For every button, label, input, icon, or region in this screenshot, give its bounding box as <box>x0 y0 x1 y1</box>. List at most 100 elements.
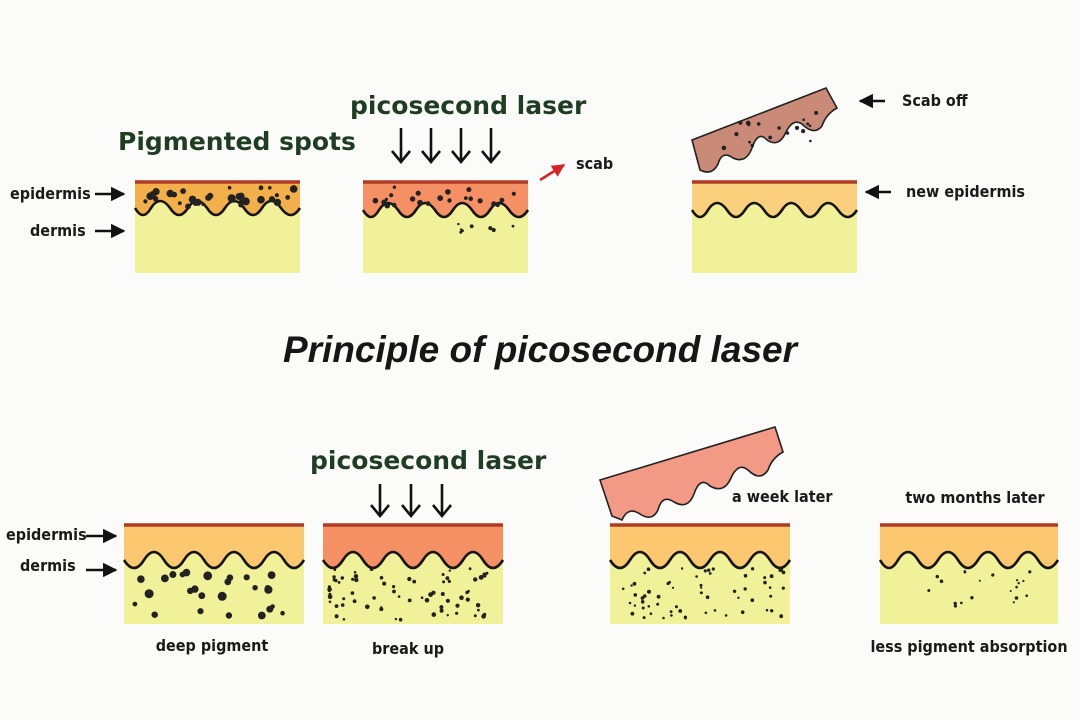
pigment-particle <box>468 196 474 201</box>
pigment-particle <box>963 570 967 574</box>
pigment-particle <box>439 605 444 610</box>
pigment-particle <box>711 567 715 571</box>
pigment-particle <box>768 135 773 140</box>
pigmented-spots-label: Pigmented spots <box>118 127 356 156</box>
pigment-particle <box>144 589 154 599</box>
pigment-particle <box>465 590 469 595</box>
pigment-particles <box>143 185 298 210</box>
pigment-particle <box>328 600 332 604</box>
pigment-particle <box>468 567 472 571</box>
pigment-particle <box>442 580 446 584</box>
pigment-particle <box>258 185 264 191</box>
skin-panel-new-epidermis <box>690 180 859 273</box>
pigment-particle <box>332 578 336 582</box>
pigment-particle <box>927 589 931 592</box>
pigment-particle <box>721 145 727 151</box>
pigment-particle <box>478 575 484 580</box>
pigment-particle <box>431 612 437 617</box>
pigment-particle <box>342 597 346 601</box>
laser-arrows-bottom <box>369 484 453 519</box>
pigment-particle <box>237 192 245 200</box>
pigment-particle <box>734 132 739 137</box>
pigment-particle <box>192 201 198 206</box>
pigment-particle <box>392 185 397 189</box>
scab-label: scab <box>576 154 613 173</box>
pigment-particle <box>743 587 747 591</box>
pigment-particle <box>350 591 355 595</box>
pigment-particle <box>337 581 341 584</box>
skin-panel-two-months <box>878 523 1060 624</box>
pigment-particle <box>369 567 374 571</box>
pigment-particle <box>205 194 212 201</box>
pigment-particle <box>630 584 633 587</box>
pigment-particle <box>397 595 401 598</box>
pigment-particle <box>511 224 515 228</box>
pigment-particle <box>267 571 276 579</box>
pigment-particle <box>643 571 647 575</box>
pigment-particle <box>340 603 345 607</box>
pigment-particle <box>978 579 981 582</box>
pigment-particle <box>770 609 774 613</box>
two-months-later-label: two months later <box>905 488 1045 507</box>
epidermis-label-bottom: epidermis <box>6 525 87 544</box>
pigment-particle <box>656 602 660 606</box>
pigment-particle <box>780 568 783 572</box>
pigment-particle <box>372 596 376 600</box>
laser-label-top: picosecond laser <box>350 91 587 120</box>
pigment-particle <box>446 614 449 617</box>
pigment-particle <box>417 199 423 206</box>
pigment-particle <box>439 608 444 613</box>
pigment-particle <box>473 614 477 618</box>
laser-arrow-head <box>480 150 502 165</box>
pigment-particle <box>642 616 646 620</box>
pigment-particle <box>392 589 396 594</box>
pigment-particle <box>485 571 489 575</box>
pigment-particle <box>151 611 158 618</box>
laser-arrow-head <box>450 150 472 165</box>
pigment-particle <box>708 572 712 575</box>
pigment-particle <box>488 226 493 231</box>
pigment-particle <box>743 573 748 578</box>
pigment-particle <box>939 579 944 584</box>
pigment-particle <box>201 202 205 207</box>
pigment-particle <box>707 568 711 572</box>
pigment-particle <box>353 571 357 574</box>
pigment-particle <box>646 567 651 571</box>
pigment-particle <box>785 131 790 135</box>
pigment-particle <box>621 587 625 591</box>
pigment-particle <box>224 578 232 586</box>
pigment-particle <box>779 614 784 619</box>
pigment-particle <box>257 197 262 202</box>
pigment-particle <box>953 604 958 608</box>
pigment-particle <box>481 614 486 619</box>
pigment-particle <box>477 198 483 204</box>
pigment-particle <box>428 592 433 597</box>
pigment-particle <box>227 185 232 190</box>
pigment-particle <box>765 608 769 612</box>
pigment-particle <box>628 601 632 605</box>
pigment-particle <box>252 585 258 591</box>
pigment-particle <box>445 576 450 581</box>
pigment-particle <box>960 601 963 605</box>
pigment-particle <box>455 603 460 608</box>
pigment-particle <box>750 567 755 571</box>
pigment-particle <box>227 194 236 203</box>
pigment-particle <box>809 139 812 143</box>
less-pigment-label: less pigment absorption <box>870 637 1067 656</box>
pigment-particle <box>763 576 767 580</box>
pigment-particle <box>814 110 819 115</box>
pigment-particle <box>647 589 651 594</box>
pigment-particle <box>352 599 357 604</box>
laser-label-bottom: picosecond laser <box>310 446 547 475</box>
pigment-particle <box>425 201 431 206</box>
pigment-particle <box>738 120 743 125</box>
pigment-particle <box>737 596 740 599</box>
pigment-particle <box>632 581 637 586</box>
pigment-particle <box>666 581 670 586</box>
deep-pigment-label: deep pigment <box>156 636 269 655</box>
scab-off-label: Scab off <box>902 91 968 110</box>
pigment-particle <box>448 569 451 572</box>
pigment-particle <box>703 569 707 573</box>
pigment-particle <box>662 616 665 620</box>
